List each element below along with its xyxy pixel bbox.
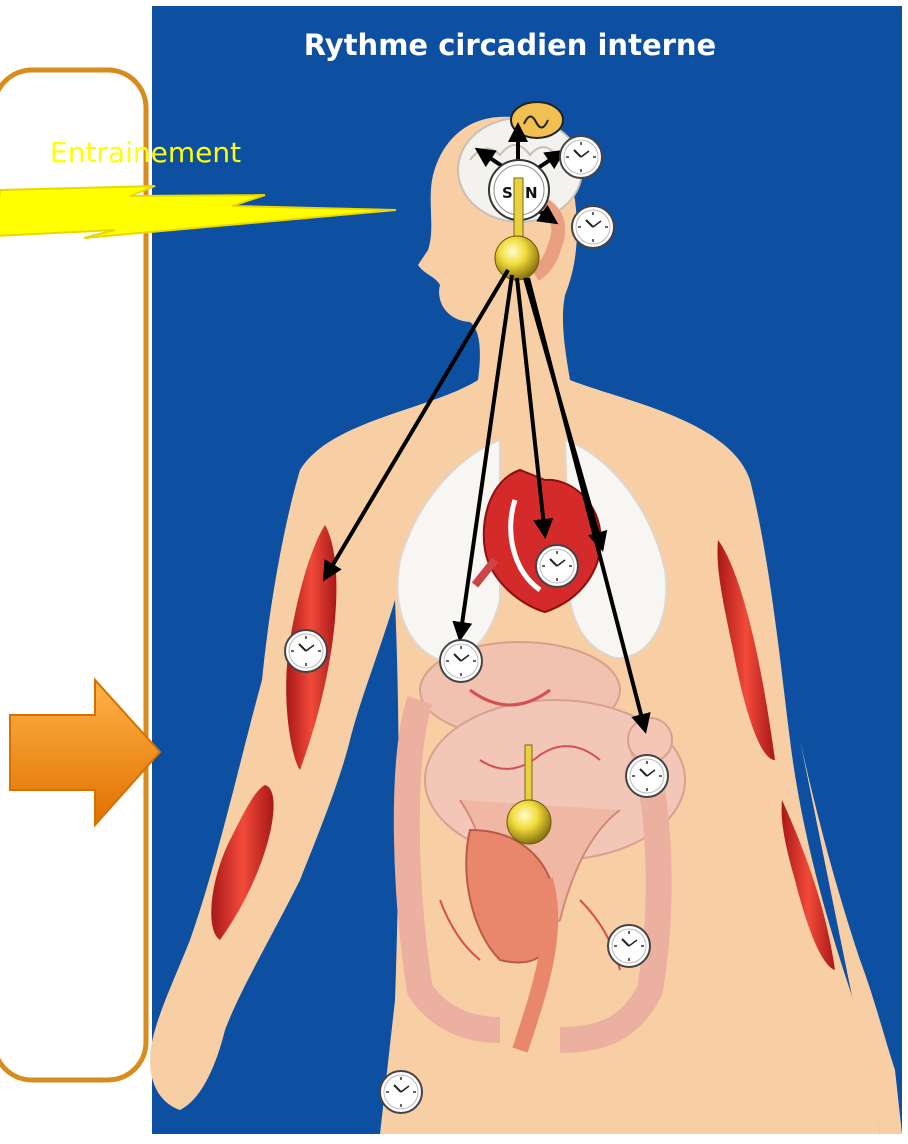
clock-icon <box>572 206 614 248</box>
entrainement-label: Entrainement <box>50 136 241 169</box>
clock-icon <box>440 640 482 682</box>
diagram-title: Rythme circadien interne <box>150 28 870 62</box>
clock-icon <box>536 545 578 587</box>
scn-letter-n: N <box>525 184 538 202</box>
scn-letter-s: S <box>502 184 513 202</box>
clock-icon <box>285 630 327 672</box>
clock-icon <box>626 755 668 797</box>
clock-icon <box>560 136 602 178</box>
clock-icon <box>380 1071 422 1113</box>
clock-icon <box>608 925 650 967</box>
